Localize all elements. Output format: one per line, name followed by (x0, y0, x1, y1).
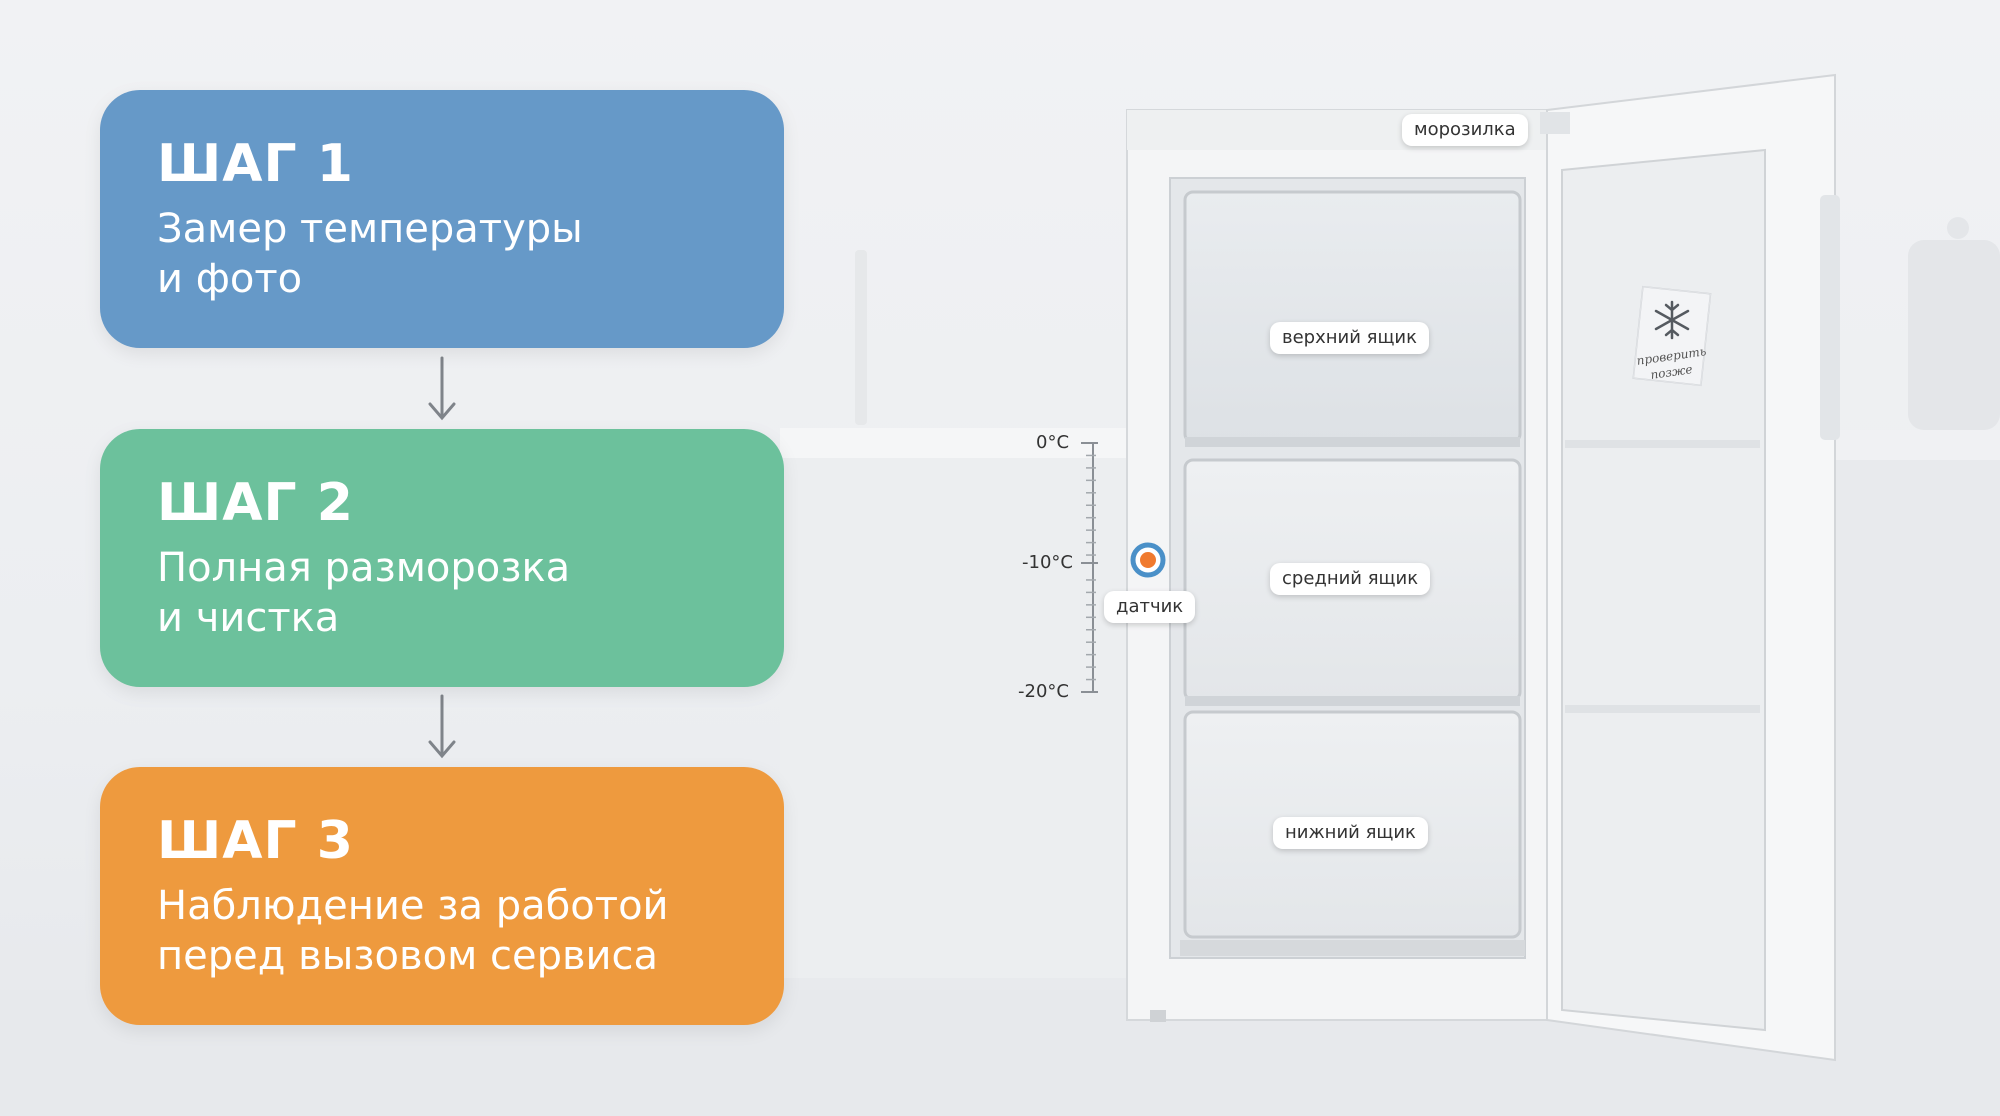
sensor-label: датчик (1104, 591, 1196, 623)
bottom-drawer-label: нижний ящик (1273, 817, 1428, 849)
top-drawer-label: верхний ящик (1270, 322, 1429, 354)
arrow-step-1-2 (428, 356, 456, 421)
scale-label-0: 0°C (1036, 432, 1070, 453)
cutting-board (1908, 240, 2000, 430)
scale-label-minus-20: -20°C (1018, 681, 1069, 702)
step-3-text-line-1: Наблюдение за работой (157, 883, 669, 929)
step-3-card: ШАГ 3 Наблюдение за работой перед вызово… (100, 767, 784, 1025)
freezer-label: морозилка (1402, 114, 1528, 146)
step-2-title: ШАГ 2 (157, 473, 354, 533)
note-line-2: позже (1650, 362, 1694, 382)
arrow-step-2-3 (428, 694, 456, 759)
step-1-title: ШАГ 1 (157, 134, 354, 194)
step-2-text-line-1: Полная разморозка (157, 545, 571, 591)
temperature-scale (1081, 442, 1098, 693)
step-2-text-line-2: и чистка (157, 595, 340, 641)
scale-label-minus-10: -10°C (1022, 552, 1073, 573)
top-drawer (1183, 190, 1522, 444)
step-3-title: ШАГ 3 (157, 811, 354, 871)
step-1-text-line-2: и фото (157, 256, 303, 302)
step-3-text-line-2: перед вызовом сервиса (157, 933, 659, 979)
kitchen-counter (780, 428, 1140, 458)
middle-drawer-label: средний ящик (1270, 563, 1431, 595)
snowflake-icon (1654, 300, 1690, 340)
step-1-text-line-1: Замер температуры (157, 206, 583, 252)
step-2-card: ШАГ 2 Полная разморозка и чистка (100, 429, 784, 687)
step-1-card: ШАГ 1 Замер температуры и фото (100, 90, 784, 348)
